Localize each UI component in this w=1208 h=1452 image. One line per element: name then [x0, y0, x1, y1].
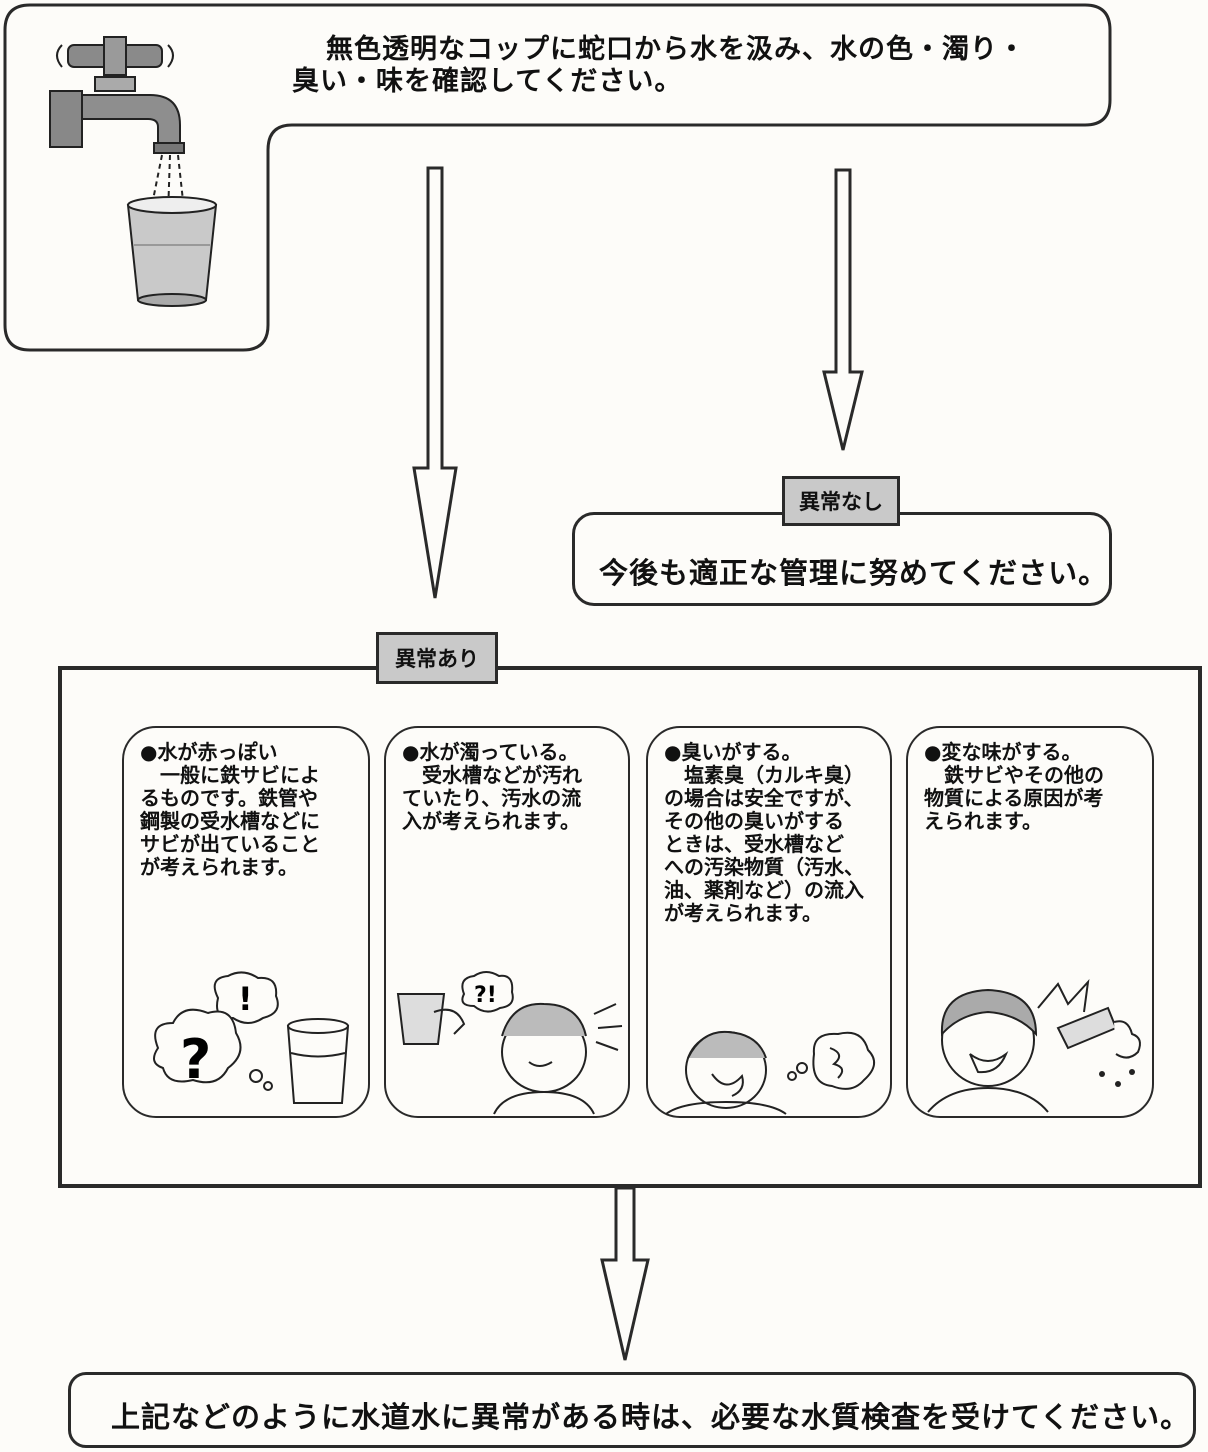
confused-person-icon: ?!: [396, 971, 623, 1115]
smelling-person-icon: [665, 1030, 875, 1115]
final-box: 上記などのように水道水に異常がある時は、必要な水質検査を受けてください。: [68, 1372, 1196, 1448]
card-red-water: ●水が赤っぽい 一般に鉄サビによ るものです。鉄管や 鋼製の受水槽などに サビが…: [122, 726, 370, 1118]
water-glass-icon: [286, 1018, 350, 1104]
abnormal-tag: 異常あり: [376, 632, 498, 684]
card-title: ●水が濁っている。: [402, 740, 579, 764]
arrow-to-abnormal: [412, 166, 458, 599]
normal-tag: 異常なし: [782, 476, 900, 526]
card-title: ●臭いがする。: [664, 740, 802, 764]
arrow-to-normal: [822, 168, 864, 451]
faucet-icon: [49, 36, 218, 307]
glass-icon: [126, 196, 218, 307]
card-title: ●水が赤っぽい: [140, 740, 278, 764]
card-body: 受水槽などが汚れ ていたり、汚水の流 入が考えられます。: [402, 763, 582, 833]
question-thought-icon: ! ?: [153, 971, 350, 1104]
card-strange-taste: ●変な味がする。 鉄サビやその他の 物質による原因が考 えられます。: [906, 726, 1154, 1118]
card-body: 鉄サビやその他の 物質による原因が考 えられます。: [924, 763, 1104, 833]
svg-text:?: ?: [180, 1028, 211, 1091]
svg-text:!: !: [238, 980, 253, 1018]
instruction-line-1: 無色透明なコップに蛇口から水を汲み、水の色・濁り・: [326, 34, 1026, 65]
card-body: 一般に鉄サビによ るものです。鉄管や 鋼製の受水槽などに サビが出ていること が…: [140, 763, 320, 879]
tasting-person-icon: [927, 978, 1141, 1113]
card-cloudy-water: ●水が濁っている。 受水槽などが汚れ ていたり、汚水の流 入が考えられます。 ?…: [384, 726, 630, 1118]
normal-result-box: 今後も適正な管理に努めてください。: [572, 512, 1112, 606]
instruction-text: 無色透明なコップに蛇口から水を汲み、水の色・濁り・ 臭い・味を確認してください。: [292, 34, 1092, 98]
card-bad-smell: ●臭いがする。 塩素臭（カルキ臭） の場合は安全ですが、 その他の臭いがする と…: [646, 726, 892, 1118]
svg-text:?!: ?!: [474, 983, 497, 1008]
final-message: 上記などのように水道水に異常がある時は、必要な水質検査を受けてください。: [111, 1400, 1191, 1434]
card-body: 塩素臭（カルキ臭） の場合は安全ですが、 その他の臭いがする ときは、受水槽など…: [664, 763, 864, 925]
intro-box: [3, 3, 1112, 352]
card-title: ●変な味がする。: [924, 740, 1082, 764]
instruction-line-2: 臭い・味を確認してください。: [292, 66, 683, 97]
normal-message: 今後も適正な管理に努めてください。: [599, 556, 1109, 590]
arrow-to-final: [600, 1186, 650, 1361]
